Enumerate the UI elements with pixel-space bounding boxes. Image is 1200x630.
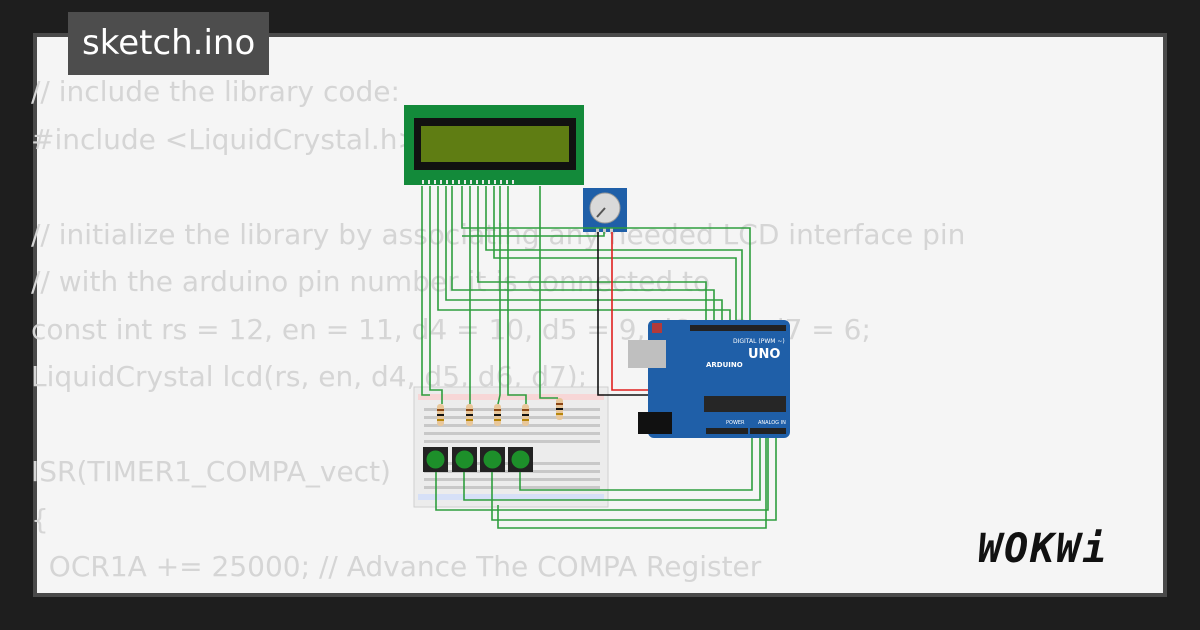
board-model: UNO (748, 347, 781, 362)
resistor[interactable] (556, 398, 563, 420)
code-line: ISR(TIMER1_COMPA_vect) (31, 455, 391, 488)
code-line: LiquidCrystal lcd(rs, en, d4, d5, d6, d7… (31, 360, 588, 393)
resistor[interactable] (522, 404, 529, 426)
wire-green (421, 186, 777, 529)
board-brand: ARDUINO (706, 361, 743, 369)
analog-label: ANALOG IN (758, 420, 786, 426)
push-button[interactable] (423, 447, 448, 472)
code-line: #include <LiquidCrystal.h> (31, 122, 421, 156)
push-button[interactable] (508, 447, 533, 472)
code-line: // initialize the library by associating… (31, 217, 966, 251)
resistor[interactable] (494, 404, 501, 426)
code-line: // include the library code: (31, 75, 400, 108)
resistor[interactable] (466, 404, 473, 426)
digital-label: DIGITAL (PWM ~) (733, 338, 785, 345)
resistor[interactable] (437, 404, 444, 426)
wokwi-logo: WOKWi (978, 526, 1109, 572)
arduino-uno[interactable]: DIGITAL (PWM ~) ARDUINO UNO POWER ANALOG… (628, 320, 790, 438)
code-line: { (31, 502, 49, 536)
file-tab[interactable]: sketch.ino (68, 12, 270, 75)
lcd-display[interactable] (404, 105, 584, 185)
push-button[interactable] (480, 447, 505, 472)
potentiometer[interactable] (583, 188, 627, 234)
power-label: POWER (726, 420, 745, 426)
code-line: OCR1A += 25000; // Advance The COMPA Reg… (31, 550, 762, 583)
push-button[interactable] (452, 447, 477, 472)
